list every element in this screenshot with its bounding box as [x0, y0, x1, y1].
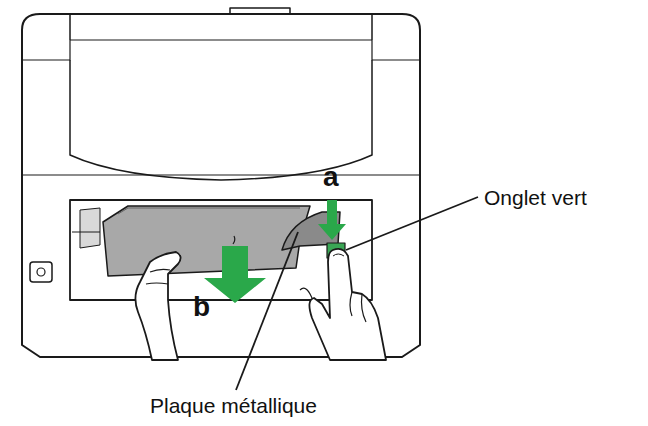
leader-line	[236, 232, 298, 390]
arrow-b	[204, 246, 266, 303]
part-label: Plaque métallique	[150, 394, 317, 417]
arrow-a	[318, 200, 346, 240]
part-label: Onglet vert	[484, 186, 587, 209]
callout-letter: a	[323, 162, 339, 193]
callout-letter: b	[193, 292, 210, 323]
leader-line	[346, 197, 478, 250]
